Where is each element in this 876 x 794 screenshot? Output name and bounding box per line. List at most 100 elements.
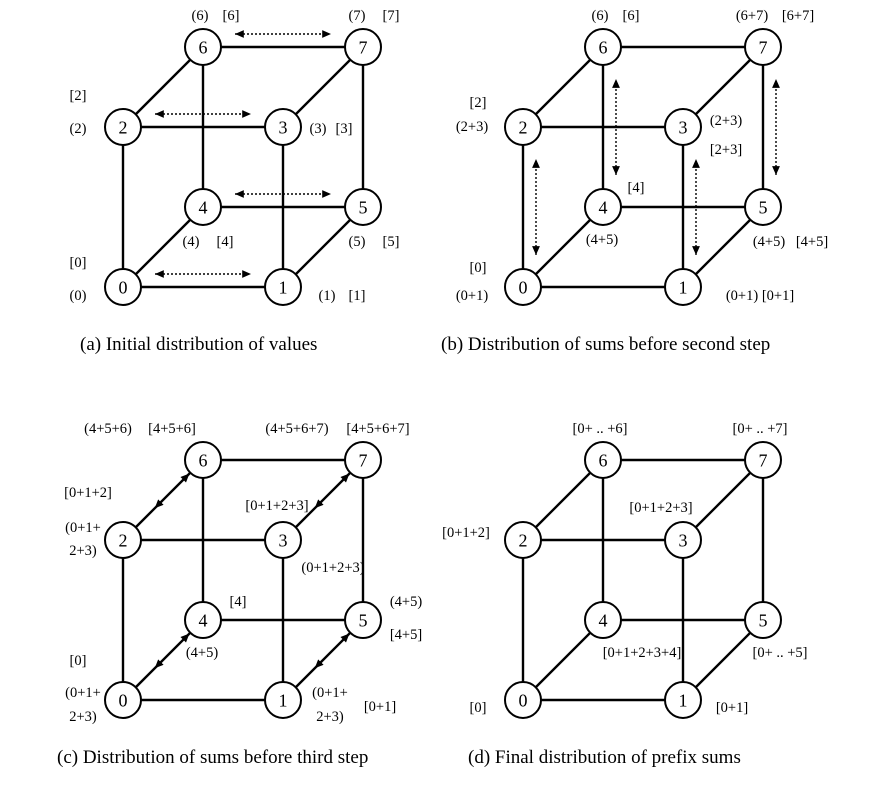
node-annotation: (2+3) (456, 119, 489, 135)
node-annotation: [0] (470, 700, 487, 716)
node-circle-1 (264, 681, 302, 719)
node-circle-4 (184, 601, 222, 639)
node-annotation: [6+7] (782, 8, 814, 24)
caption-c: (c) Distribution of sums before third st… (57, 747, 369, 768)
node-label-6: 6 (199, 38, 208, 58)
node-annotation: [0] (70, 255, 87, 271)
node-circle-0 (504, 681, 542, 719)
node-label-7: 7 (359, 38, 368, 58)
node-annotation: (1) (319, 288, 336, 304)
node-label-2: 2 (119, 118, 128, 138)
node-annotation: (0+1+2+3) (301, 560, 364, 576)
node-circle-1 (664, 268, 702, 306)
node-label-1: 1 (279, 691, 288, 711)
node-annotation: [6] (623, 8, 640, 24)
node-annotation: [0+1] (716, 700, 748, 716)
node-annotation: [0+1] (364, 699, 396, 715)
node-annotation: [0+1+2+3+4] (603, 645, 682, 661)
node-annotation: [0+1+2+3] (629, 500, 692, 516)
node-label-7: 7 (759, 451, 768, 471)
node-annotation: 2+3) (69, 543, 97, 559)
node-annotation: [2+3] (710, 142, 742, 158)
node-annotation: (4+5) (586, 232, 619, 248)
node-circle-7 (744, 28, 782, 66)
node-annotation: [3] (336, 121, 353, 137)
node-label-4: 4 (599, 611, 608, 631)
node-annotation: (0+1+ (65, 685, 101, 701)
node-circle-0 (104, 268, 142, 306)
node-annotation: [4] (217, 234, 234, 250)
exchange-arrow (314, 633, 350, 669)
node-circle-4 (584, 188, 622, 226)
exchange-arrow (314, 473, 350, 509)
node-label-7: 7 (759, 38, 768, 58)
node-circle-1 (664, 681, 702, 719)
node-circle-6 (584, 441, 622, 479)
node-annotation: (6) (592, 8, 609, 24)
node-annotation: [0+1] (762, 288, 794, 304)
node-annotation: [0] (70, 653, 87, 669)
exchange-arrow (154, 633, 190, 669)
node-circle-7 (344, 441, 382, 479)
node-annotation: (2+3) (710, 113, 743, 129)
node-circle-1 (264, 268, 302, 306)
node-annotation: [0+ .. +5] (752, 645, 807, 661)
exchange-arrow (154, 473, 190, 509)
node-label-5: 5 (759, 611, 768, 631)
node-label-7: 7 (359, 451, 368, 471)
node-annotation: (4+5) (186, 645, 219, 661)
node-annotation: (3) (310, 121, 327, 137)
node-label-6: 6 (599, 38, 608, 58)
node-circle-3 (264, 108, 302, 146)
node-label-2: 2 (519, 531, 528, 551)
node-annotation: [0+1+2+3] (245, 498, 308, 514)
caption-d: (d) Final distribution of prefix sums (468, 747, 741, 768)
node-circle-6 (584, 28, 622, 66)
node-label-3: 3 (279, 118, 288, 138)
node-circle-0 (504, 268, 542, 306)
node-annotation: [4+5+6+7] (346, 421, 409, 437)
node-circle-5 (744, 188, 782, 226)
node-annotation: (7) (349, 8, 366, 24)
node-annotation: (6+7) (736, 8, 769, 24)
node-label-1: 1 (679, 691, 688, 711)
node-annotation: [1] (349, 288, 366, 304)
node-annotation: [4+5] (796, 234, 828, 250)
node-circle-3 (264, 521, 302, 559)
node-circle-5 (744, 601, 782, 639)
caption-b: (b) Distribution of sums before second s… (441, 334, 771, 355)
node-annotation: [0+1+2] (442, 525, 490, 541)
node-annotation: [0+1+2] (64, 485, 112, 501)
node-label-1: 1 (679, 278, 688, 298)
node-circle-7 (344, 28, 382, 66)
node-circle-3 (664, 521, 702, 559)
node-circle-2 (504, 521, 542, 559)
node-annotation: (5) (349, 234, 366, 250)
node-label-5: 5 (759, 198, 768, 218)
node-annotation: 2+3) (316, 709, 344, 725)
node-annotation: (4+5+6+7) (265, 421, 328, 437)
node-annotation: [2] (470, 95, 487, 111)
node-annotation: [2] (70, 88, 87, 104)
node-label-0: 0 (119, 691, 128, 711)
node-circle-6 (184, 28, 222, 66)
node-annotation: (0+1) (456, 288, 489, 304)
node-circle-2 (104, 521, 142, 559)
node-circle-5 (344, 601, 382, 639)
node-circle-5 (344, 188, 382, 226)
node-label-3: 3 (679, 531, 688, 551)
node-annotation: (4+5) (753, 234, 786, 250)
node-label-3: 3 (279, 531, 288, 551)
node-annotation: (0) (70, 288, 87, 304)
node-label-6: 6 (599, 451, 608, 471)
node-annotation: [7] (383, 8, 400, 24)
node-label-5: 5 (359, 198, 368, 218)
node-annotation: (6) (192, 8, 209, 24)
node-circle-2 (104, 108, 142, 146)
node-annotation: (4+5+6) (84, 421, 132, 437)
node-label-0: 0 (119, 278, 128, 298)
